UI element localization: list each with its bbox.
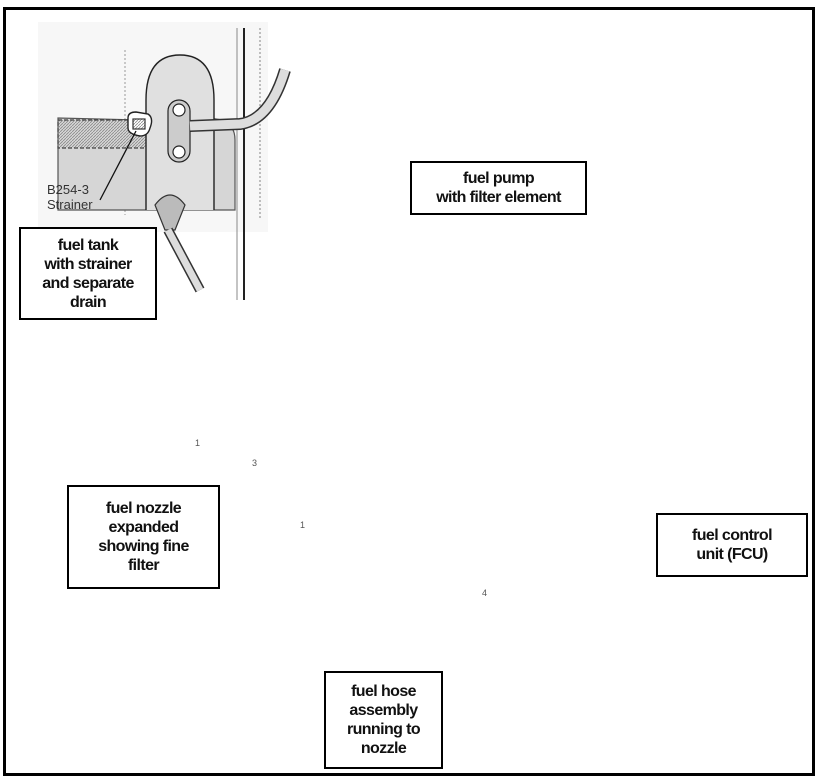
label-fcu: fuel control unit (FCU) (656, 513, 808, 577)
part-number-hose-1: 1 (300, 520, 306, 530)
part-number-nozzle-body: 3 (252, 458, 258, 468)
strainer-part-number: B254-3 (47, 182, 89, 197)
part-number-nozzle-screen: 1 (195, 438, 201, 448)
strainer-name: Strainer (47, 197, 93, 212)
label-fuel-tank: fuel tank with strainer and separate dra… (19, 227, 157, 320)
label-fuel-hose: fuel hose assembly running to nozzle (324, 671, 443, 769)
diagram-frame (3, 7, 815, 776)
part-number-hose-4: 4 (482, 588, 488, 598)
fuel-tank-illustration (38, 22, 291, 300)
label-fuel-nozzle: fuel nozzle expanded showing fine filter (67, 485, 220, 589)
strainer-callout: B254-3 Strainer (47, 182, 93, 212)
label-fuel-pump: fuel pump with filter element (410, 161, 587, 215)
